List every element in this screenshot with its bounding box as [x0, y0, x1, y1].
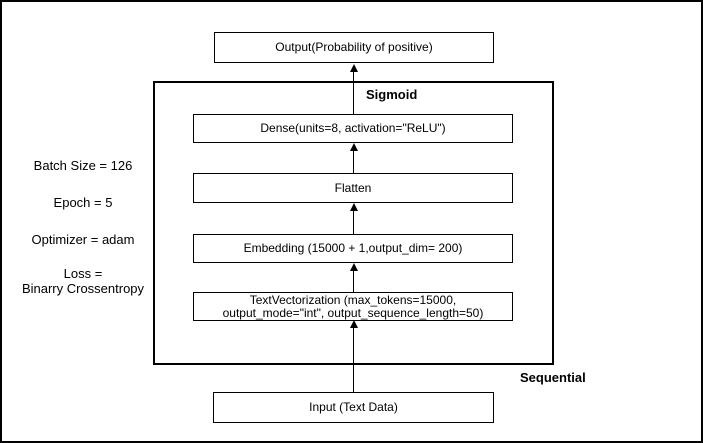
arrow-head-icon [349, 203, 358, 211]
node-textvectorization-line2: output_mode="int", output_sequence_lengt… [222, 305, 484, 320]
arrow-dense-to-output [349, 64, 358, 114]
arrow-head-icon [349, 143, 358, 151]
hyperparam-optimizer: Optimizer = adam [31, 232, 135, 247]
arrow-shaft [353, 328, 354, 392]
arrow-shaft [353, 151, 354, 173]
sequential-label: Sequential [520, 370, 586, 385]
sigmoid-label: Sigmoid [366, 87, 418, 102]
node-textvectorization-text: TextVectorization (max_tokens=15000, out… [222, 292, 484, 320]
node-input: Input (Text Data) [213, 392, 494, 423]
node-embedding: Embedding (15000 + 1,output_dim= 200) [193, 234, 513, 263]
node-textvectorization: TextVectorization (max_tokens=15000, out… [193, 292, 513, 321]
arrow-head-icon [349, 64, 358, 72]
node-dense: Dense(units=8, activation="ReLU") [193, 114, 513, 143]
arrow-head-icon [349, 263, 358, 271]
arrow-embedding-to-flatten [349, 203, 358, 234]
arrow-textvectorization-to-embedding [349, 263, 358, 292]
arrow-shaft [353, 211, 354, 234]
node-flatten: Flatten [193, 173, 513, 203]
arrow-input-to-textvectorization [349, 320, 358, 392]
arrow-flatten-to-dense [349, 143, 358, 173]
arrow-shaft [353, 271, 354, 292]
hyperparam-epoch: Epoch = 5 [53, 195, 113, 210]
node-output: Output(Probability of positive) [214, 32, 494, 63]
hyperparam-loss-line1: Loss = [63, 266, 103, 281]
node-textvectorization-line1: TextVectorization (max_tokens=15000, [249, 292, 457, 307]
hyperparam-batch-size: Batch Size = 126 [33, 158, 133, 173]
arrow-shaft [353, 72, 354, 114]
hyperparam-loss-line2: Binarry Crossentropy [21, 281, 145, 296]
arrow-head-icon [349, 320, 358, 328]
